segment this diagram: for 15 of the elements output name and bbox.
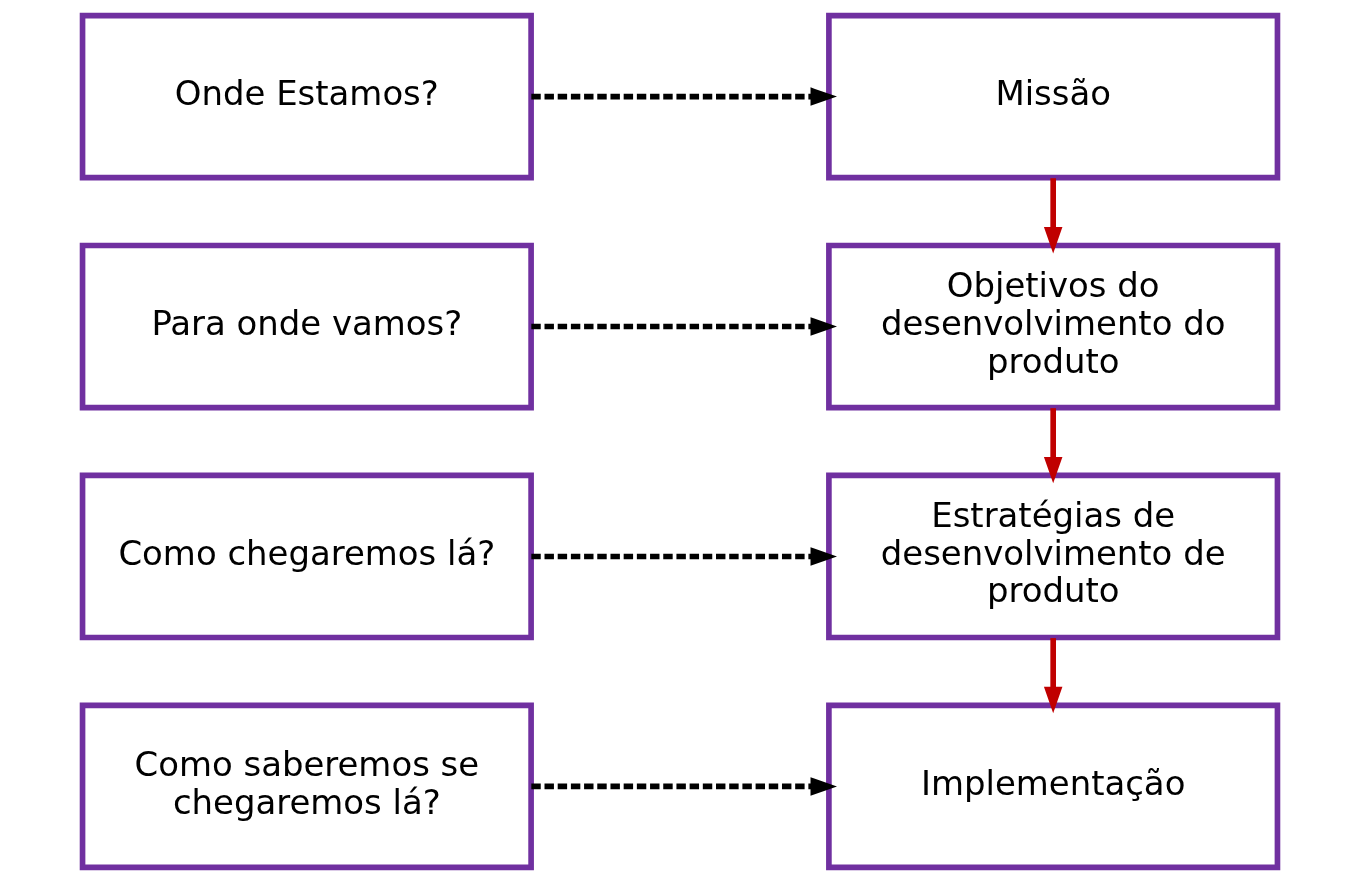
node-box: Para onde vamos? [79, 242, 534, 411]
arrow [530, 777, 837, 796]
node-box: Missão [825, 12, 1280, 181]
node-box: Estratégias de desenvolvimento de produto [825, 472, 1280, 641]
node-box: Como saberemos se chegaremos lá? [79, 702, 534, 871]
node-box: Objetivos do desenvolvimento do produto [825, 242, 1280, 411]
node-box: Como chegaremos lá? [79, 472, 534, 641]
arrow [530, 87, 837, 106]
arrow [530, 317, 837, 336]
arrow [530, 547, 837, 566]
arrow [1043, 638, 1062, 714]
arrow [1043, 408, 1062, 484]
node-box: Onde Estamos? [79, 12, 534, 181]
arrow [1043, 178, 1062, 254]
node-box: Implementação [825, 702, 1280, 871]
